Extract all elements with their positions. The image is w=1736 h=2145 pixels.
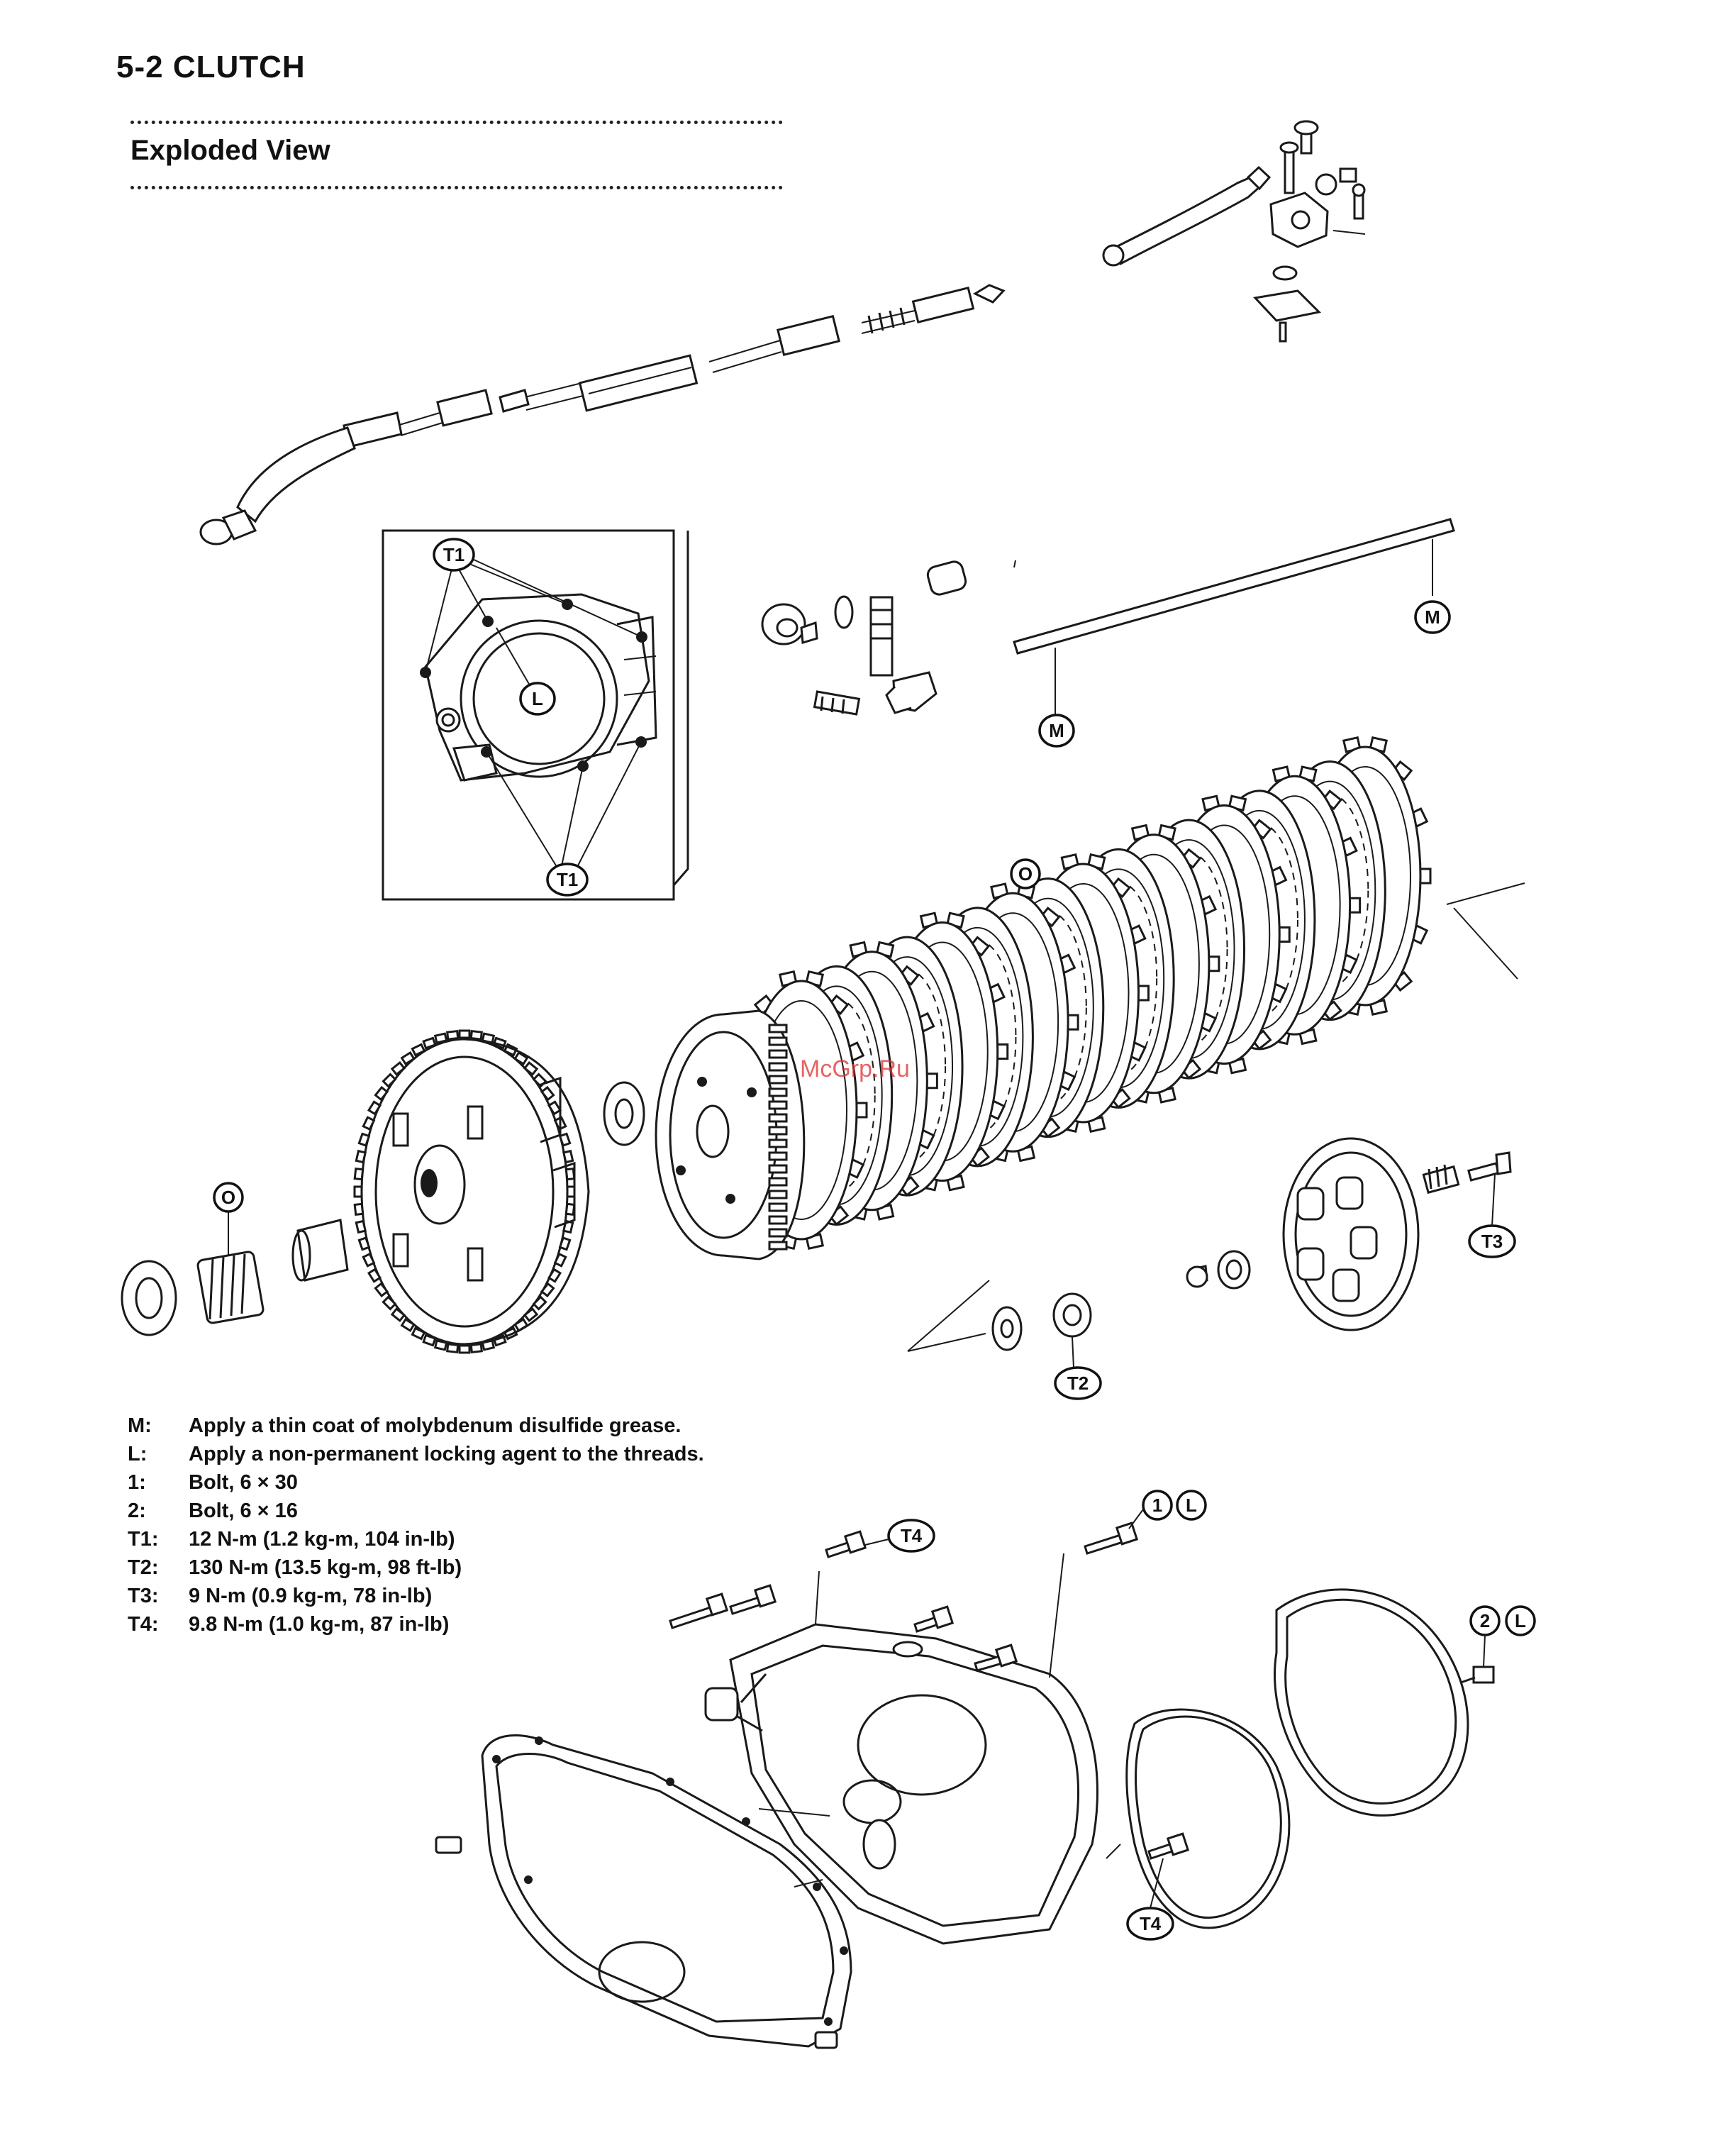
clutch-cover-assembly xyxy=(435,1588,1495,2049)
callout-label: 1 xyxy=(1152,1495,1162,1516)
section-rule-bottom xyxy=(130,186,783,189)
callout-label: O xyxy=(1018,863,1033,885)
legend-row-1: 1: Bolt, 6 × 30 xyxy=(128,1468,837,1497)
callout-o-bearing: O xyxy=(213,1182,244,1256)
legend-key: T3: xyxy=(128,1585,159,1607)
legend-row-l: L: Apply a non-permanent locking agent t… xyxy=(128,1440,837,1468)
clutch-lever-assembly xyxy=(1102,120,1366,343)
callout-label: L xyxy=(532,688,543,709)
callout-1-l: 1 L xyxy=(1128,1490,1207,1529)
callout-t4-bottom: T4 xyxy=(1126,1858,1174,1941)
callout-l-inset: L xyxy=(519,682,556,716)
legend-text: 9 N-m (0.9 kg-m, 78 in-lb) xyxy=(189,1585,433,1607)
section-title: Exploded View xyxy=(130,135,330,166)
section-rule-top xyxy=(130,121,783,124)
callout-label: M xyxy=(1049,720,1064,741)
page-header: 5-2 CLUTCH xyxy=(116,50,306,84)
callout-label: T3 xyxy=(1481,1231,1503,1252)
legend-key: 1: xyxy=(128,1471,146,1494)
callout-m-right: M xyxy=(1414,600,1451,634)
clutch-housing xyxy=(353,1029,590,1354)
callout-2-l: 2 L xyxy=(1469,1605,1536,1668)
callout-o-plates: O xyxy=(1010,858,1041,889)
legend-text: 130 N-m (13.5 kg-m, 98 ft-lb) xyxy=(189,1556,462,1579)
legend-row-t3: T3: 9 N-m (0.9 kg-m, 78 in-lb) xyxy=(128,1582,837,1610)
legend-row-t2: T2: 130 N-m (13.5 kg-m, 98 ft-lb) xyxy=(128,1553,837,1582)
legend-row-2: 2: Bolt, 6 × 16 xyxy=(128,1497,837,1525)
legend-key: M: xyxy=(128,1414,152,1437)
callout-label: T1 xyxy=(557,869,578,890)
legend-row-t4: T4: 9.8 N-m (1.0 kg-m, 87 in-lb) xyxy=(128,1610,837,1639)
legend-text: 12 N-m (1.2 kg-m, 104 in-lb) xyxy=(189,1528,455,1551)
legend: M: Apply a thin coat of molybdenum disul… xyxy=(128,1412,837,1639)
callout-t1-top: T1 xyxy=(433,538,475,572)
legend-key: T4: xyxy=(128,1613,159,1636)
legend-key: T2: xyxy=(128,1556,159,1579)
callout-label: T4 xyxy=(901,1525,923,1546)
legend-row-m: M: Apply a thin coat of molybdenum disul… xyxy=(128,1412,837,1440)
callout-t2: T2 xyxy=(1054,1336,1102,1400)
pressure-plate-assembly xyxy=(907,1137,1512,1352)
callout-label: O xyxy=(221,1187,235,1208)
callout-t4-top: T4 xyxy=(864,1519,935,1553)
release-mechanism xyxy=(761,560,967,716)
callout-t1-bottom: T1 xyxy=(546,863,589,897)
legend-text: Bolt, 6 × 30 xyxy=(189,1471,298,1494)
callout-t3: T3 xyxy=(1468,1173,1516,1258)
legend-row-t1: T1: 12 N-m (1.2 kg-m, 104 in-lb) xyxy=(128,1525,837,1553)
callout-label: 2 xyxy=(1480,1610,1490,1631)
callout-label: T4 xyxy=(1140,1913,1162,1934)
watermark: McGrp.Ru xyxy=(800,1055,910,1082)
pushrod xyxy=(1013,518,1455,716)
legend-key: L: xyxy=(128,1443,148,1465)
callout-label: L xyxy=(1186,1495,1197,1516)
callout-label: T1 xyxy=(443,544,464,565)
clutch-plate-stack xyxy=(735,736,1525,1251)
cover-bolts xyxy=(669,1522,1190,1860)
callout-label: T2 xyxy=(1067,1373,1089,1394)
legend-text: Apply a thin coat of molybdenum disulfid… xyxy=(189,1414,681,1437)
clutch-cable xyxy=(199,284,1006,545)
legend-text: 9.8 N-m (1.0 kg-m, 87 in-lb) xyxy=(189,1613,450,1636)
callout-m-left: M xyxy=(1038,714,1075,748)
needle-bearing-sleeve xyxy=(121,1081,645,1336)
clutch-hub xyxy=(655,1009,806,1260)
callout-label: M xyxy=(1425,606,1440,628)
legend-key: T1: xyxy=(128,1528,159,1551)
legend-text: Apply a non-permanent locking agent to t… xyxy=(189,1443,704,1465)
legend-key: 2: xyxy=(128,1500,146,1522)
legend-text: Bolt, 6 × 16 xyxy=(189,1500,298,1522)
callout-label: L xyxy=(1515,1610,1526,1631)
cover-inset xyxy=(382,529,689,901)
